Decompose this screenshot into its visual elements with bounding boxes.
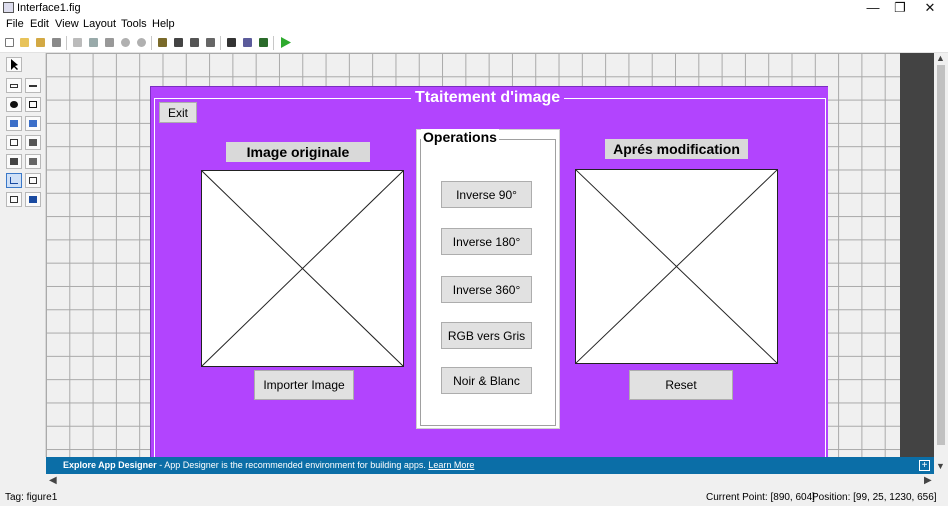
select-tool-icon[interactable] bbox=[6, 57, 22, 72]
undo-icon[interactable] bbox=[119, 36, 132, 49]
panel-tool-icon[interactable] bbox=[25, 173, 41, 188]
align-objects-icon[interactable] bbox=[156, 36, 169, 49]
new-file-icon[interactable] bbox=[3, 36, 16, 49]
figure-app-icon bbox=[3, 2, 14, 13]
redo-icon[interactable] bbox=[135, 36, 148, 49]
copy-icon[interactable] bbox=[87, 36, 100, 49]
object-browser-icon[interactable] bbox=[257, 36, 270, 49]
maximize-button[interactable]: ❐ bbox=[894, 0, 906, 15]
reset-button[interactable]: Reset bbox=[629, 370, 733, 400]
expand-banner-icon[interactable]: + bbox=[919, 460, 930, 471]
app-designer-banner: Explore App Designer - App Designer is t… bbox=[46, 457, 934, 474]
popup-menu-tool-icon[interactable] bbox=[6, 135, 22, 150]
original-image-label: Image originale bbox=[226, 142, 370, 162]
horizontal-scrollbar[interactable]: ◀ ▶ bbox=[46, 474, 934, 488]
cut-icon[interactable] bbox=[71, 36, 84, 49]
position-status: Position: [99, 25, 1230, 656] bbox=[812, 492, 937, 503]
menu-view[interactable]: View bbox=[55, 18, 79, 30]
modified-image-axes bbox=[575, 169, 778, 364]
button-group-tool-icon[interactable] bbox=[6, 192, 22, 207]
inverse-90-button[interactable]: Inverse 90° bbox=[441, 181, 532, 208]
canvas-border-area bbox=[900, 53, 934, 457]
radio-button-tool-icon[interactable] bbox=[6, 97, 22, 112]
banner-message: - App Designer is the recommended enviro… bbox=[156, 460, 429, 470]
panel-title: Ttaitement d'image bbox=[411, 89, 565, 107]
black-and-white-button[interactable]: Noir & Blanc bbox=[441, 367, 532, 394]
activex-control-tool-icon[interactable] bbox=[25, 192, 41, 207]
toolbar bbox=[0, 33, 948, 53]
minimize-button[interactable]: — bbox=[866, 0, 880, 15]
exit-button[interactable]: Exit bbox=[159, 102, 197, 123]
component-palette bbox=[0, 53, 46, 457]
figure-window: Ttaitement d'image Exit Image originale … bbox=[150, 86, 828, 463]
slider-tool-icon[interactable] bbox=[25, 78, 41, 93]
static-text-tool-icon[interactable] bbox=[25, 116, 41, 131]
open-figure-icon[interactable] bbox=[34, 36, 47, 49]
table-tool-icon[interactable] bbox=[25, 154, 41, 169]
modified-image-label: Aprés modification bbox=[605, 139, 748, 159]
toolbar-editor-icon[interactable] bbox=[204, 36, 217, 49]
push-button-tool-icon[interactable] bbox=[6, 78, 22, 93]
listbox-tool-icon[interactable] bbox=[25, 135, 41, 150]
paste-icon[interactable] bbox=[103, 36, 116, 49]
editor-icon[interactable] bbox=[225, 36, 238, 49]
banner-title: Explore App Designer bbox=[63, 460, 157, 470]
original-image-axes bbox=[201, 170, 404, 367]
run-figure-icon[interactable] bbox=[279, 36, 292, 49]
vertical-scrollbar[interactable]: ▲ ▼ bbox=[934, 53, 948, 474]
operations-panel: Operations Inverse 90° Inverse 180° Inve… bbox=[416, 129, 560, 429]
current-point-status: Current Point: [890, 604] bbox=[706, 492, 815, 503]
checkbox-tool-icon[interactable] bbox=[25, 97, 41, 112]
menu-help[interactable]: Help bbox=[152, 18, 175, 30]
learn-more-link[interactable]: Learn More bbox=[428, 460, 475, 470]
operations-title: Operations bbox=[421, 129, 499, 145]
menu-bar: File Edit View Layout Tools Help bbox=[0, 17, 948, 33]
import-image-button[interactable]: Importer Image bbox=[254, 370, 354, 400]
tab-order-editor-icon[interactable] bbox=[188, 36, 201, 49]
property-inspector-icon[interactable] bbox=[241, 36, 254, 49]
menu-layout[interactable]: Layout bbox=[83, 18, 117, 30]
rgb-to-gray-button[interactable]: RGB vers Gris bbox=[441, 322, 532, 349]
open-folder-icon[interactable] bbox=[18, 36, 31, 49]
title-bar: Interface1.fig — ❐ ✕ bbox=[0, 0, 948, 17]
save-icon[interactable] bbox=[50, 36, 63, 49]
toggle-button-tool-icon[interactable] bbox=[6, 154, 22, 169]
menu-editor-icon[interactable] bbox=[172, 36, 185, 49]
window-title: Interface1.fig bbox=[17, 2, 81, 14]
axes-tool-icon[interactable] bbox=[6, 173, 22, 188]
close-button[interactable]: ✕ bbox=[924, 0, 936, 15]
menu-file[interactable]: File bbox=[6, 18, 24, 30]
inverse-180-button[interactable]: Inverse 180° bbox=[441, 228, 532, 255]
tag-status: Tag: figure1 bbox=[5, 492, 58, 503]
inverse-360-button[interactable]: Inverse 360° bbox=[441, 276, 532, 303]
menu-edit[interactable]: Edit bbox=[30, 18, 49, 30]
vertical-scroll-thumb[interactable] bbox=[937, 65, 945, 445]
status-bar: Tag: figure1 Current Point: [890, 604] P… bbox=[0, 488, 948, 506]
edit-text-tool-icon[interactable] bbox=[6, 116, 22, 131]
menu-tools[interactable]: Tools bbox=[121, 18, 147, 30]
